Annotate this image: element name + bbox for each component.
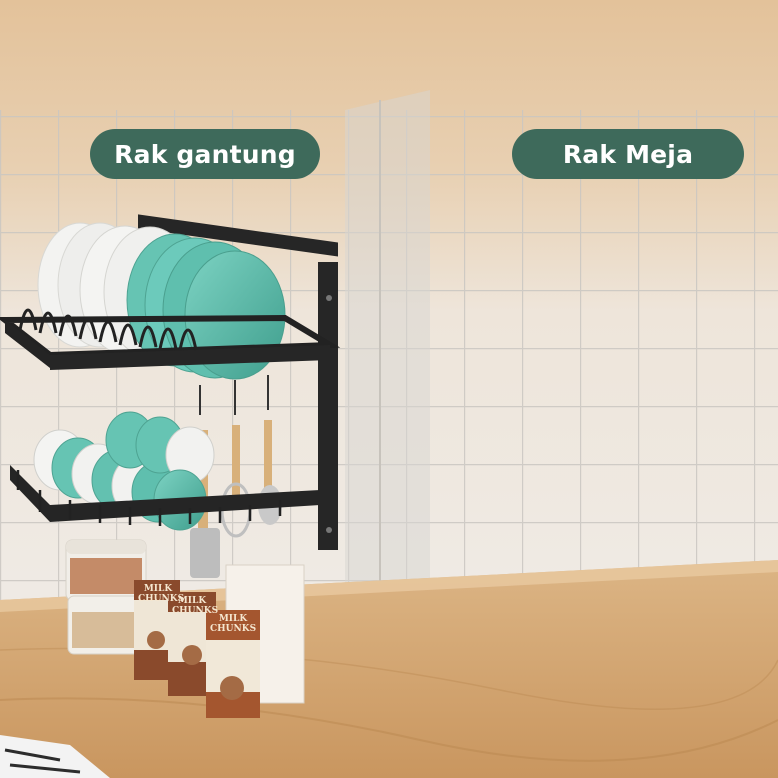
label-table-rack: Rak Meja xyxy=(512,129,744,179)
cereal-boxes xyxy=(134,564,305,718)
left-wall-rack xyxy=(0,214,341,578)
label-wall-rack: Rak gantung xyxy=(90,129,320,179)
food-containers xyxy=(65,539,147,655)
